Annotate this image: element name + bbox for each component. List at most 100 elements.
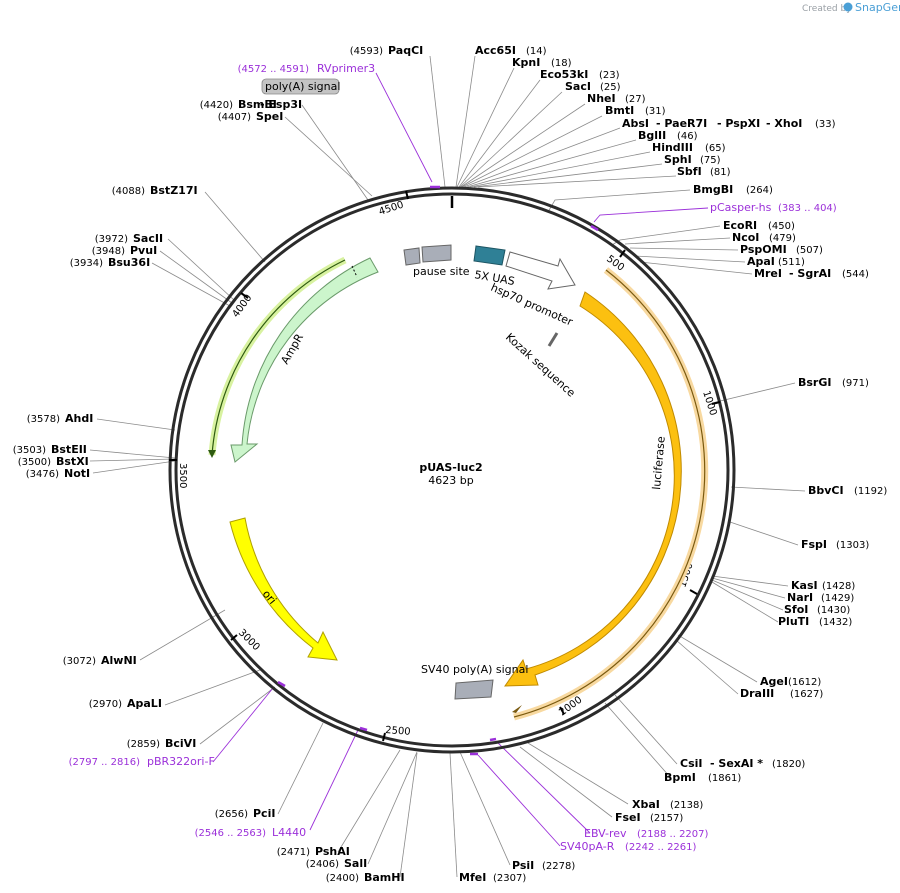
- site-pos-apali: (2970): [89, 699, 122, 710]
- site-name-bmgbi: BmgBI: [693, 183, 733, 196]
- site-name-xbai: XbaI: [632, 798, 660, 811]
- site-name-draiii: DraIII: [740, 687, 774, 700]
- site-pos-nari: (1429): [821, 593, 854, 604]
- site-name-hindiii: HindIII: [652, 141, 693, 154]
- site-name-kasi: KasI: [791, 579, 818, 592]
- hsp70-promoter-feature: [505, 251, 576, 290]
- site-pos-agei: (1612): [788, 677, 821, 688]
- site-name-apali: ApaLI: [127, 697, 162, 710]
- site-name-mfei: MfeI: [459, 871, 486, 884]
- pause-site-block-2: [421, 244, 452, 263]
- site-name-ncoi: NcoI: [732, 231, 759, 244]
- primer-leader-lines: [212, 72, 709, 847]
- site-pos-mrei: (544): [842, 269, 869, 280]
- luciferase-orf-arrowhead: [512, 705, 522, 713]
- site-name-sphi: SphI: [664, 153, 692, 166]
- plasmid-size: 4623 bp: [428, 474, 473, 487]
- primer-name-ebv-rev: EBV-rev: [584, 827, 627, 840]
- polya-signal-label: poly(A) signal: [265, 80, 340, 93]
- site-name-eco53ki: Eco53kI: [540, 68, 588, 81]
- site-name-pluti: PluTI: [778, 615, 809, 628]
- primer-range-l4440: (2546 .. 2563): [195, 828, 267, 839]
- site-name-bmti: BmtI: [605, 104, 634, 117]
- site-name-alwni: AlwNI: [101, 654, 137, 667]
- tick-2500: 2500: [385, 725, 411, 738]
- site-name-paer7i: - PaeR7I: [656, 117, 707, 130]
- site-pos-bpmi: (1861): [708, 773, 741, 784]
- plasmid-name: pUAS-luc2: [419, 461, 482, 474]
- site-name-csii: CsiI: [680, 757, 702, 770]
- polya-signal-pill: [261, 78, 340, 95]
- site-pos-ncoi: (479): [769, 233, 796, 244]
- site-pos-kpni: (18): [551, 58, 572, 69]
- site-pos-nhei: (27): [625, 94, 646, 105]
- site-pos-noti: (3476): [26, 469, 59, 480]
- site-name-bsu36i: Bsu36I: [108, 256, 150, 269]
- primer-range-pcasper-hs: (383 .. 404): [778, 203, 837, 214]
- site-name-sali: SalI: [344, 857, 367, 870]
- site-pos-bamhi: (2400): [326, 873, 359, 884]
- site-name-bamhi: BamHI: [364, 871, 405, 884]
- ampr-orf-arrowhead: [208, 450, 216, 458]
- site-name-saci: SacI: [565, 80, 591, 93]
- site-name-paqci: PaqCI: [388, 44, 423, 57]
- site-pos-bstxi: (3500): [18, 457, 51, 468]
- site-name-bcivi: BciVI: [165, 737, 196, 750]
- site-name-bglii: BglII: [638, 129, 666, 142]
- primer-name-rvprimer3: RVprimer3: [317, 62, 375, 75]
- site-name-bsmbi: BsmBI: [238, 98, 277, 111]
- primer-range-sv40pa-r: (2242 .. 2261): [625, 842, 697, 853]
- tick-marks: [169, 190, 721, 742]
- site-pos-pvui: (3948): [92, 246, 125, 257]
- site-pos-mfei: (2307): [493, 873, 526, 884]
- hsp70-label: hsp70 promoter: [489, 281, 575, 329]
- snapgene-brand: SnapGene: [855, 1, 900, 14]
- site-pos-draiii: (1627): [790, 689, 823, 700]
- primer-range-pbr322ori-f: (2797 .. 2816): [69, 757, 141, 768]
- primer-range-ebv-rev: (2188 .. 2207): [637, 829, 709, 840]
- tick-4000: 4000: [231, 293, 255, 320]
- kozak-mark: [547, 332, 559, 347]
- luciferase-feature: [504, 291, 682, 687]
- site-name-sexai: - SexAI *: [710, 757, 763, 770]
- site-pos-bmgbi: (264): [746, 185, 773, 196]
- site-name-psii: PsiI: [512, 859, 534, 872]
- primer-name-pcasper-hs: pCasper-hs: [710, 201, 772, 214]
- site-pos-pshai: (2471): [277, 847, 310, 858]
- site-pos-bglii: (46): [677, 131, 698, 142]
- site-name-spei: SpeI: [256, 110, 283, 123]
- site-name-bstz17i: BstZ17I: [150, 184, 198, 197]
- site-pos-eco53ki: (23): [599, 70, 620, 81]
- site-pos-sacii: (3972): [95, 234, 128, 245]
- site-pos-sphi: (75): [700, 155, 721, 166]
- kozak-label: Kozak sequence: [503, 331, 578, 400]
- site-name-pspomi: PspOMI: [740, 243, 787, 256]
- sv40-label: SV40 poly(A) signal: [421, 663, 528, 676]
- primer-range-rvprimer3: (4572 .. 4591): [238, 64, 310, 75]
- site-pos-csii: (1820): [772, 759, 805, 770]
- site-name-sacii: SacII: [133, 232, 163, 245]
- created-by-text: Created by: [802, 4, 852, 14]
- site-name-bbvci: BbvCI: [808, 484, 844, 497]
- site-name-absi: AbsI: [622, 117, 649, 130]
- site-pos-bsteii: (3503): [13, 445, 46, 456]
- site-pos-bsrgi: (971): [842, 378, 869, 389]
- site-pos-bmti: (31): [645, 106, 666, 117]
- site-pos-hindiii: (65): [705, 143, 726, 154]
- primer-name-l4440: L4440: [272, 826, 306, 839]
- site-name-pshai: PshAI: [315, 845, 350, 858]
- site-pos-fsei: (2157): [650, 813, 683, 824]
- site-name-agei: AgeI: [760, 675, 788, 688]
- site-pos-absi: (33): [815, 119, 836, 130]
- pause-site-label: pause site: [413, 265, 470, 278]
- site-name-noti: NotI: [64, 467, 90, 480]
- site-name-apai: ApaI: [747, 255, 775, 268]
- site-name-ahdi: AhdI: [65, 412, 93, 425]
- tick-3500: 3500: [177, 463, 188, 488]
- site-name-bstxi: BstXI: [56, 455, 89, 468]
- site-name-kpni: KpnI: [512, 56, 540, 69]
- luciferase-orf-line: [513, 269, 706, 718]
- site-pos-spei: (4407): [218, 112, 251, 123]
- primer-name-pbr322ori-f: pBR322ori-F: [147, 755, 215, 768]
- site-name-sfoi: SfoI: [784, 603, 808, 616]
